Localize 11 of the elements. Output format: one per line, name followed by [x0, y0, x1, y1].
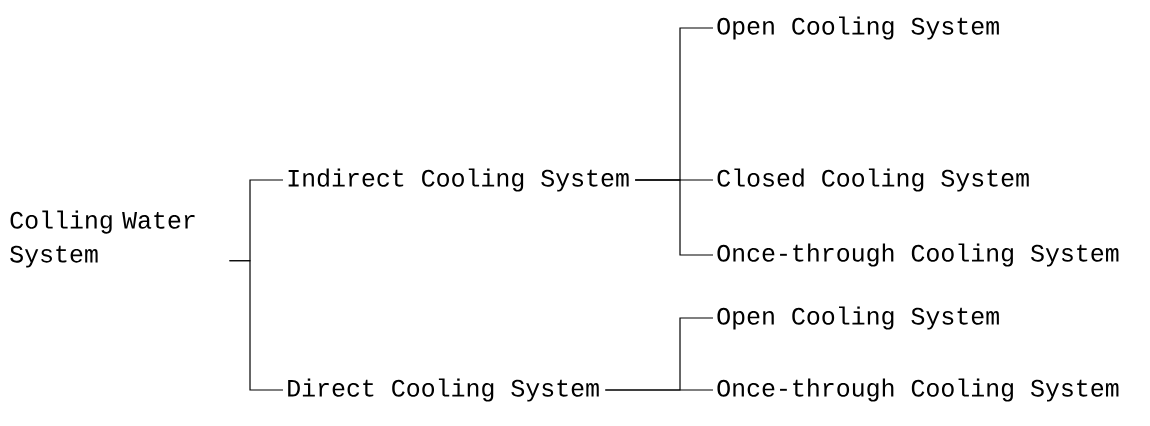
tree-label: Open Cooling System	[717, 306, 999, 330]
tree-connector	[604, 389, 714, 391]
tree-connector	[228, 260, 284, 391]
tree-connector	[634, 179, 714, 256]
tree-label: Indirect Cooling System	[288, 168, 629, 192]
tree-label: Direct Cooling System	[288, 378, 599, 402]
tree-label: Open Cooling System	[717, 16, 999, 40]
tree-label: Closed Cooling System	[717, 168, 1029, 192]
tree-label: Colling Water System	[10, 210, 195, 268]
tree-label: Once-through Cooling System	[717, 378, 1119, 402]
tree-label: Once-through Cooling System	[717, 243, 1119, 267]
